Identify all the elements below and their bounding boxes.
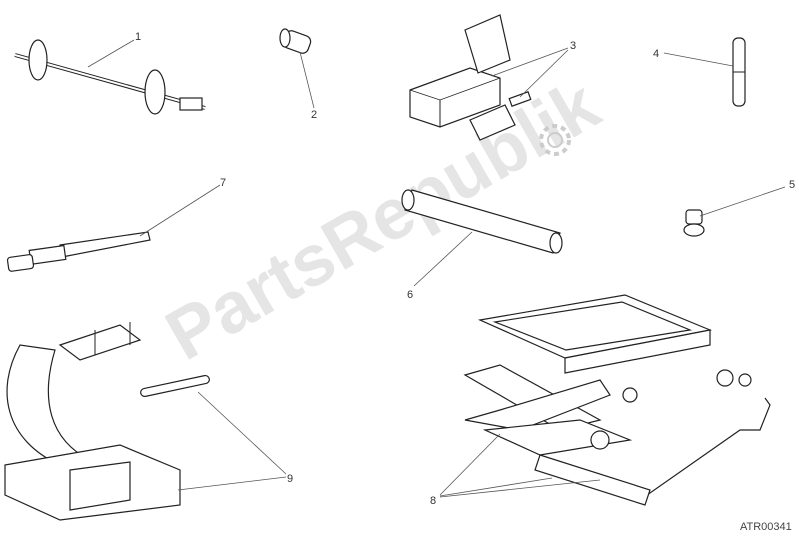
part-2-bushing bbox=[279, 28, 312, 54]
part-9-stand bbox=[4, 322, 210, 521]
part-1-puller bbox=[14, 39, 206, 115]
drawing-code: ATR00341 bbox=[740, 521, 792, 533]
callout-2: 2 bbox=[311, 109, 317, 121]
leader-lines bbox=[87, 39, 786, 498]
part-3-kit-box bbox=[409, 14, 532, 141]
part-6-tube bbox=[401, 189, 563, 254]
part-4-pin bbox=[732, 37, 746, 107]
part-7-tool bbox=[6, 231, 151, 272]
part-8-lift bbox=[463, 294, 771, 506]
callout-5: 5 bbox=[789, 179, 795, 191]
callout-6: 6 bbox=[407, 289, 413, 301]
callout-9: 9 bbox=[287, 473, 293, 485]
callout-4: 4 bbox=[653, 48, 659, 60]
gear-icon bbox=[539, 124, 571, 156]
part-5-fitting bbox=[683, 209, 705, 237]
callout-3: 3 bbox=[570, 40, 576, 52]
callout-7: 7 bbox=[220, 177, 226, 189]
callout-8: 8 bbox=[430, 495, 436, 507]
callout-1: 1 bbox=[135, 31, 141, 43]
